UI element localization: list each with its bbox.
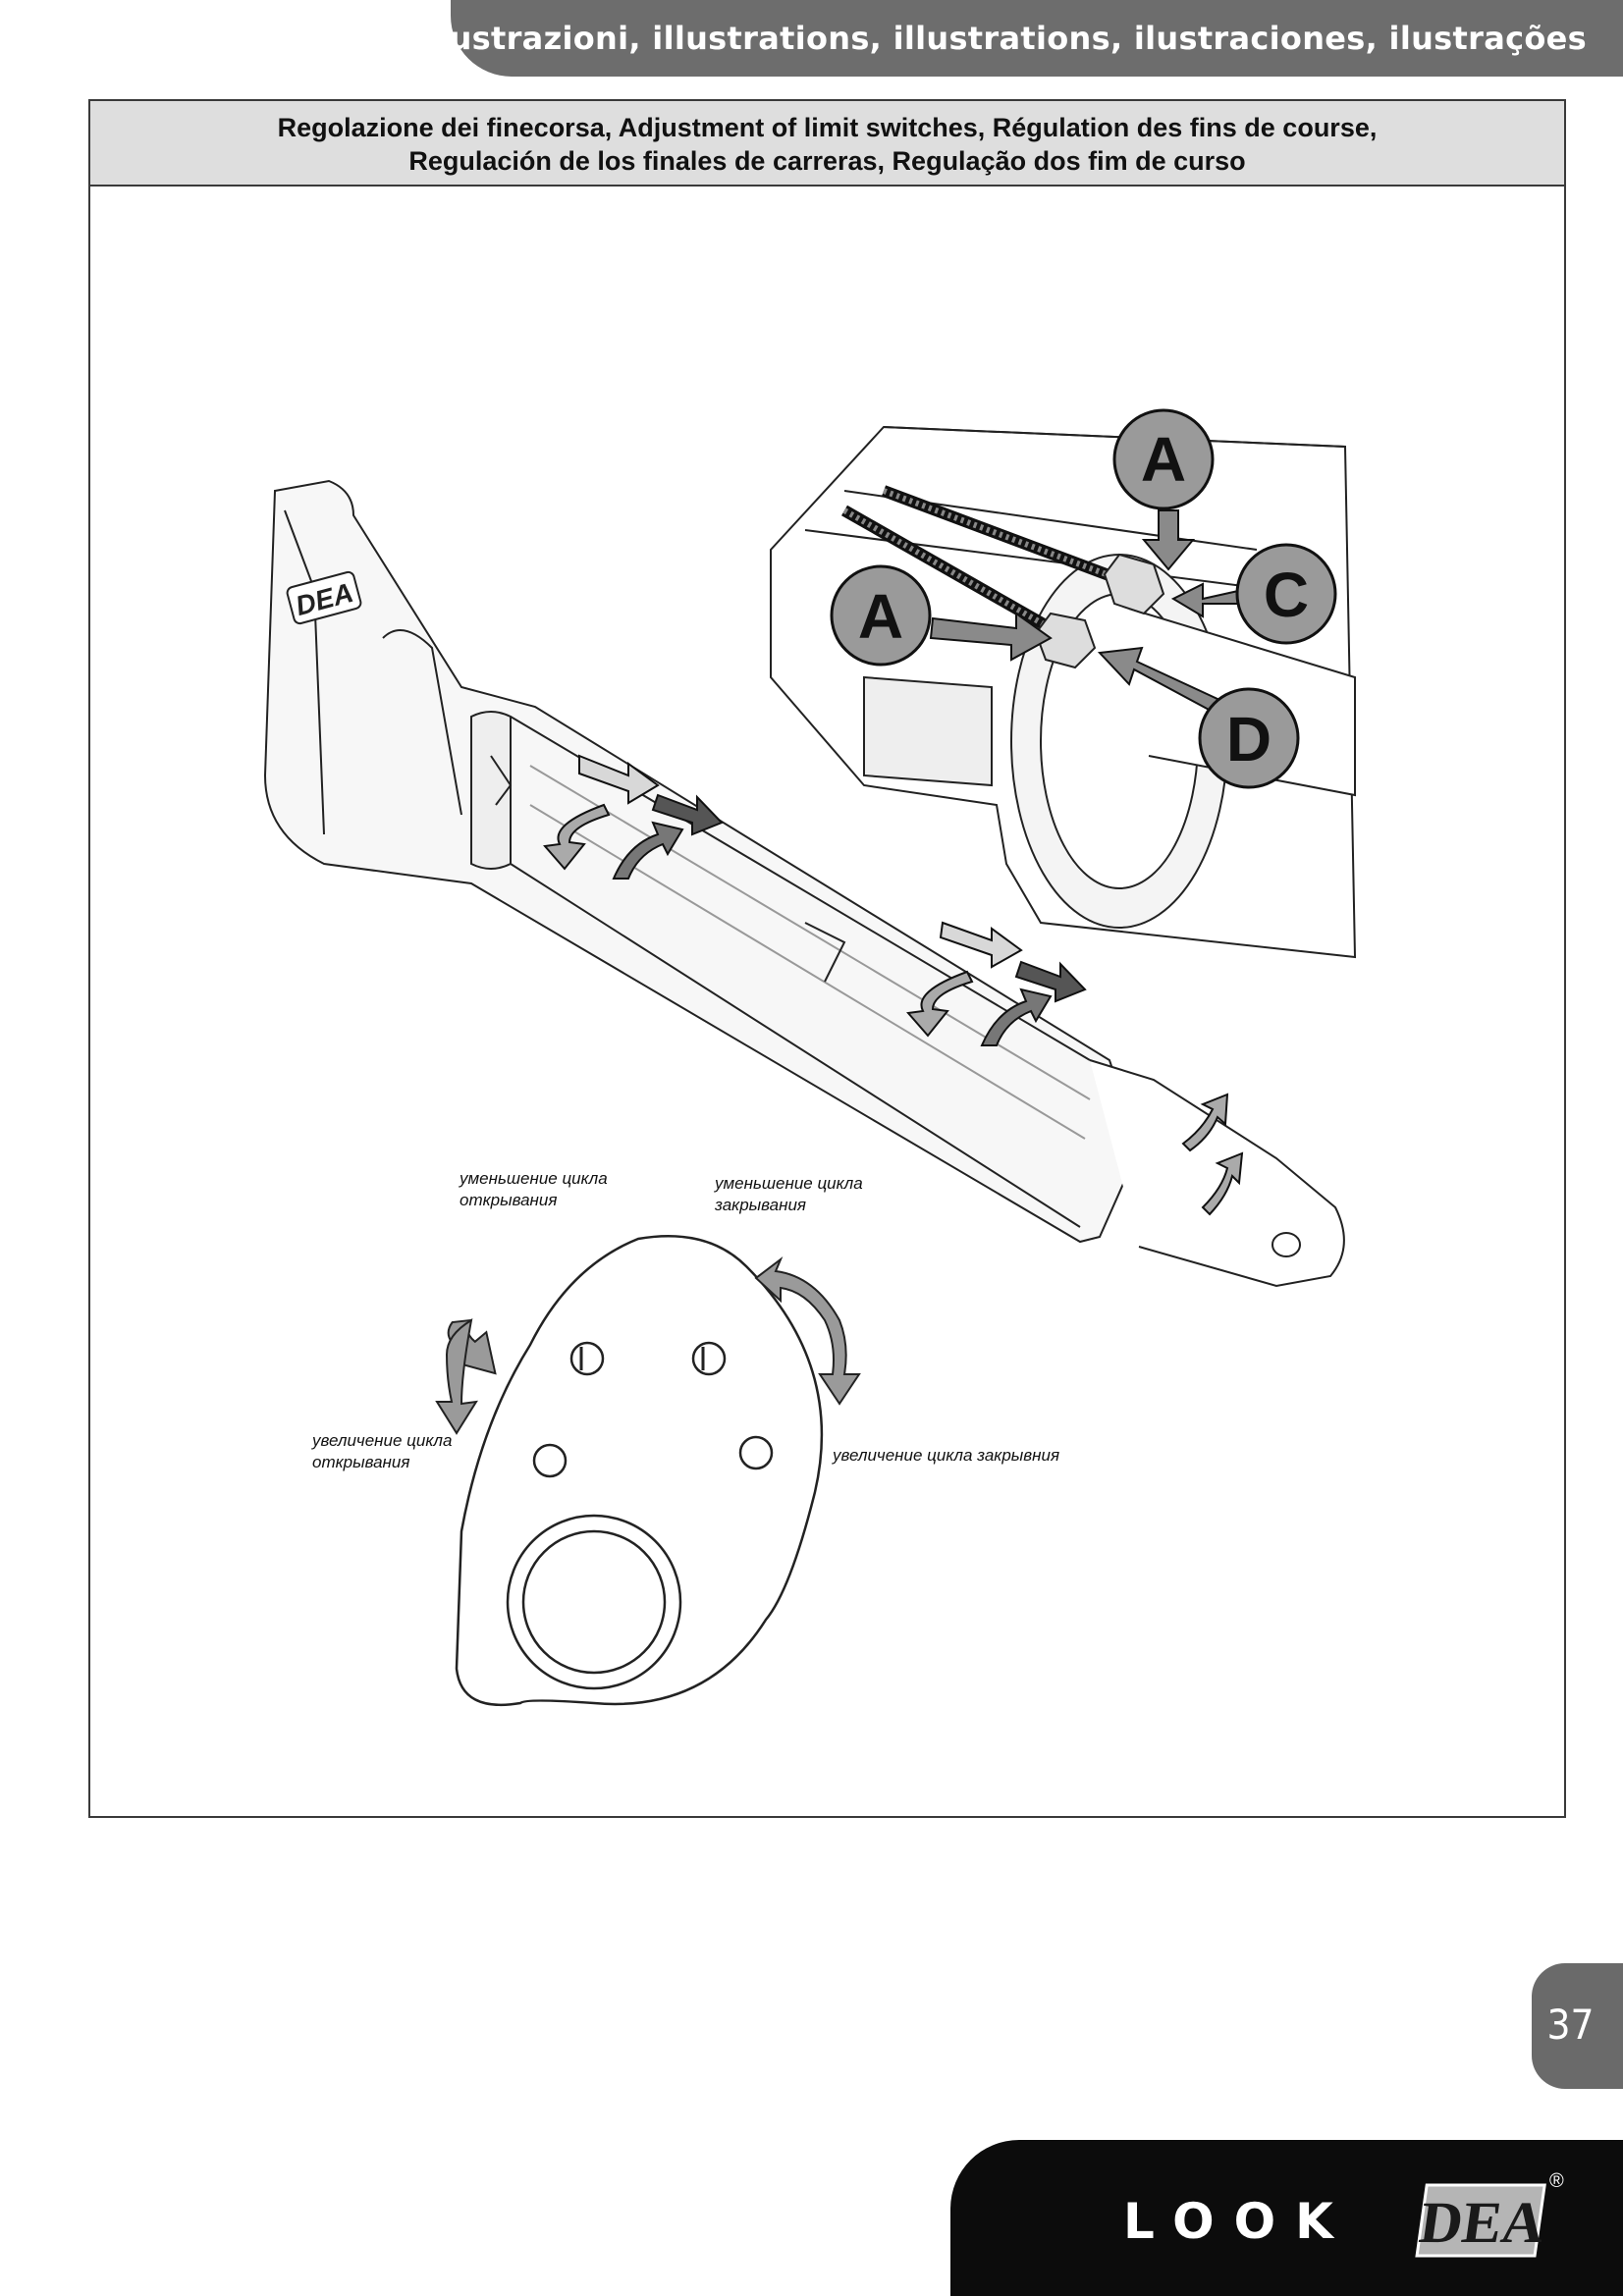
callout-label-a2: A xyxy=(858,581,903,652)
russian-labels: уменьшение цикла открывания уменьшение ц… xyxy=(311,1169,1059,1471)
detail-view xyxy=(770,425,1357,959)
registered-mark: ® xyxy=(1549,2170,1564,2192)
label-increase-opening-1: увеличение цикла xyxy=(311,1431,452,1450)
arrow-a1 xyxy=(1141,509,1196,571)
header-tab: illustrazioni, illustrations, illustrati… xyxy=(416,0,1623,77)
arrow-increase-opening xyxy=(435,1318,478,1435)
page-number-tab: 37 xyxy=(1532,1963,1623,2089)
section-title-line-2: Regulación de los finales de carreras, R… xyxy=(408,146,1246,176)
callout-arrows xyxy=(929,509,1248,714)
label-increase-closing: увеличение цикла закрывния xyxy=(832,1446,1059,1465)
callout-label-c: C xyxy=(1264,560,1309,630)
adjust-screw-right xyxy=(691,1341,727,1376)
callout-label-a1: A xyxy=(1141,424,1186,495)
section-title-line-1: Regolazione dei finecorsa, Adjustment of… xyxy=(277,113,1378,142)
callout-d: D xyxy=(1198,687,1300,789)
callout-a-left: A xyxy=(830,564,932,667)
footer-bar: LOOK DEA ® xyxy=(950,2140,1623,2296)
arrow-closing xyxy=(754,1255,861,1406)
label-decrease-opening-2: открывания xyxy=(460,1191,557,1209)
illustration-frame: Regolazione dei finecorsa, Adjustment of… xyxy=(88,99,1566,1818)
arrow-d xyxy=(1097,646,1219,714)
label-decrease-opening-1: уменьшение цикла xyxy=(459,1169,608,1188)
callout-c: C xyxy=(1235,543,1337,645)
arrow-a2 xyxy=(929,612,1053,662)
label-decrease-closing-2: закрывания xyxy=(714,1196,806,1214)
product-name: LOOK xyxy=(1123,2193,1353,2250)
label-decrease-closing-1: уменьшение цикла xyxy=(714,1174,863,1193)
section-title: Regolazione dei finecorsa, Adjustment of… xyxy=(90,101,1564,187)
label-increase-opening-2: открывания xyxy=(312,1453,409,1471)
adjust-arrows xyxy=(543,754,1244,1216)
actuator-body: DEA xyxy=(263,479,1345,1288)
page-number: 37 xyxy=(1546,2001,1595,2049)
bracket-front-view xyxy=(455,1235,824,1707)
rotation-arrows xyxy=(435,1255,861,1435)
callout-label-d: D xyxy=(1226,704,1271,774)
dea-logo: DEA ® xyxy=(1415,2170,1564,2258)
header-title: illustrazioni, illustrations, illustrati… xyxy=(415,20,1587,57)
callout-a-top: A xyxy=(1112,408,1215,510)
logo-text: DEA xyxy=(1416,2190,1549,2256)
adjust-screw-left xyxy=(569,1341,605,1376)
